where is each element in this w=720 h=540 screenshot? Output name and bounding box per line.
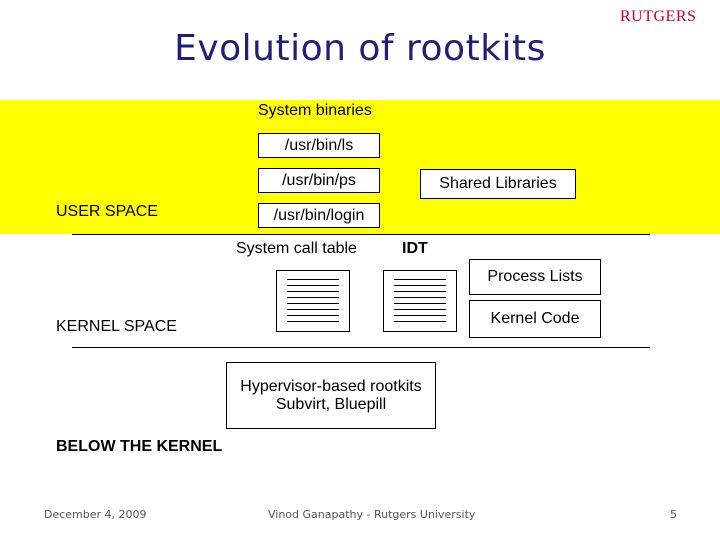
process-lists-label: Process Lists <box>487 268 583 285</box>
user-kernel-divider <box>72 234 650 235</box>
binary-box-login: /usr/bin/login <box>258 203 380 228</box>
syscall-table-icon <box>276 270 350 332</box>
hypervisor-line1: Hypervisor-based rootkits <box>240 377 422 395</box>
shared-libraries-box: Shared Libraries <box>420 169 576 199</box>
shared-libraries-label: Shared Libraries <box>439 175 557 192</box>
binary-box-ls: /usr/bin/ls <box>258 133 380 158</box>
syscall-table-label: System call table <box>236 240 357 257</box>
slide-title: Evolution of rootkits <box>174 28 546 69</box>
idt-table-icon <box>383 270 457 332</box>
hypervisor-line2: Subvirt, Bluepill <box>275 395 387 413</box>
user-space-label: USER SPACE <box>56 203 158 220</box>
kernel-code-box: Kernel Code <box>469 300 601 338</box>
below-kernel-label: BELOW THE KERNEL <box>56 438 223 455</box>
binary-label-ps: /usr/bin/ps <box>282 171 356 189</box>
kernel-space-label: KERNEL SPACE <box>56 318 177 335</box>
binary-label-login: /usr/bin/login <box>273 206 365 224</box>
rutgers-logo: RUTGERS <box>620 8 697 25</box>
footer-date: December 4, 2009 <box>44 508 147 521</box>
footer-author: Vinod Ganapathy - Rutgers University <box>268 508 476 521</box>
binary-label-ls: /usr/bin/ls <box>284 136 354 154</box>
idt-label: IDT <box>402 240 428 257</box>
system-binaries-label: System binaries <box>258 102 372 119</box>
kernel-below-divider <box>72 347 650 348</box>
footer-page-number: 5 <box>670 508 677 521</box>
process-lists-box: Process Lists <box>469 259 601 295</box>
kernel-code-label: Kernel Code <box>490 310 580 327</box>
hypervisor-rootkits-box: Hypervisor-based rootkits Subvirt, Bluep… <box>226 362 436 429</box>
binary-box-ps: /usr/bin/ps <box>258 168 380 193</box>
